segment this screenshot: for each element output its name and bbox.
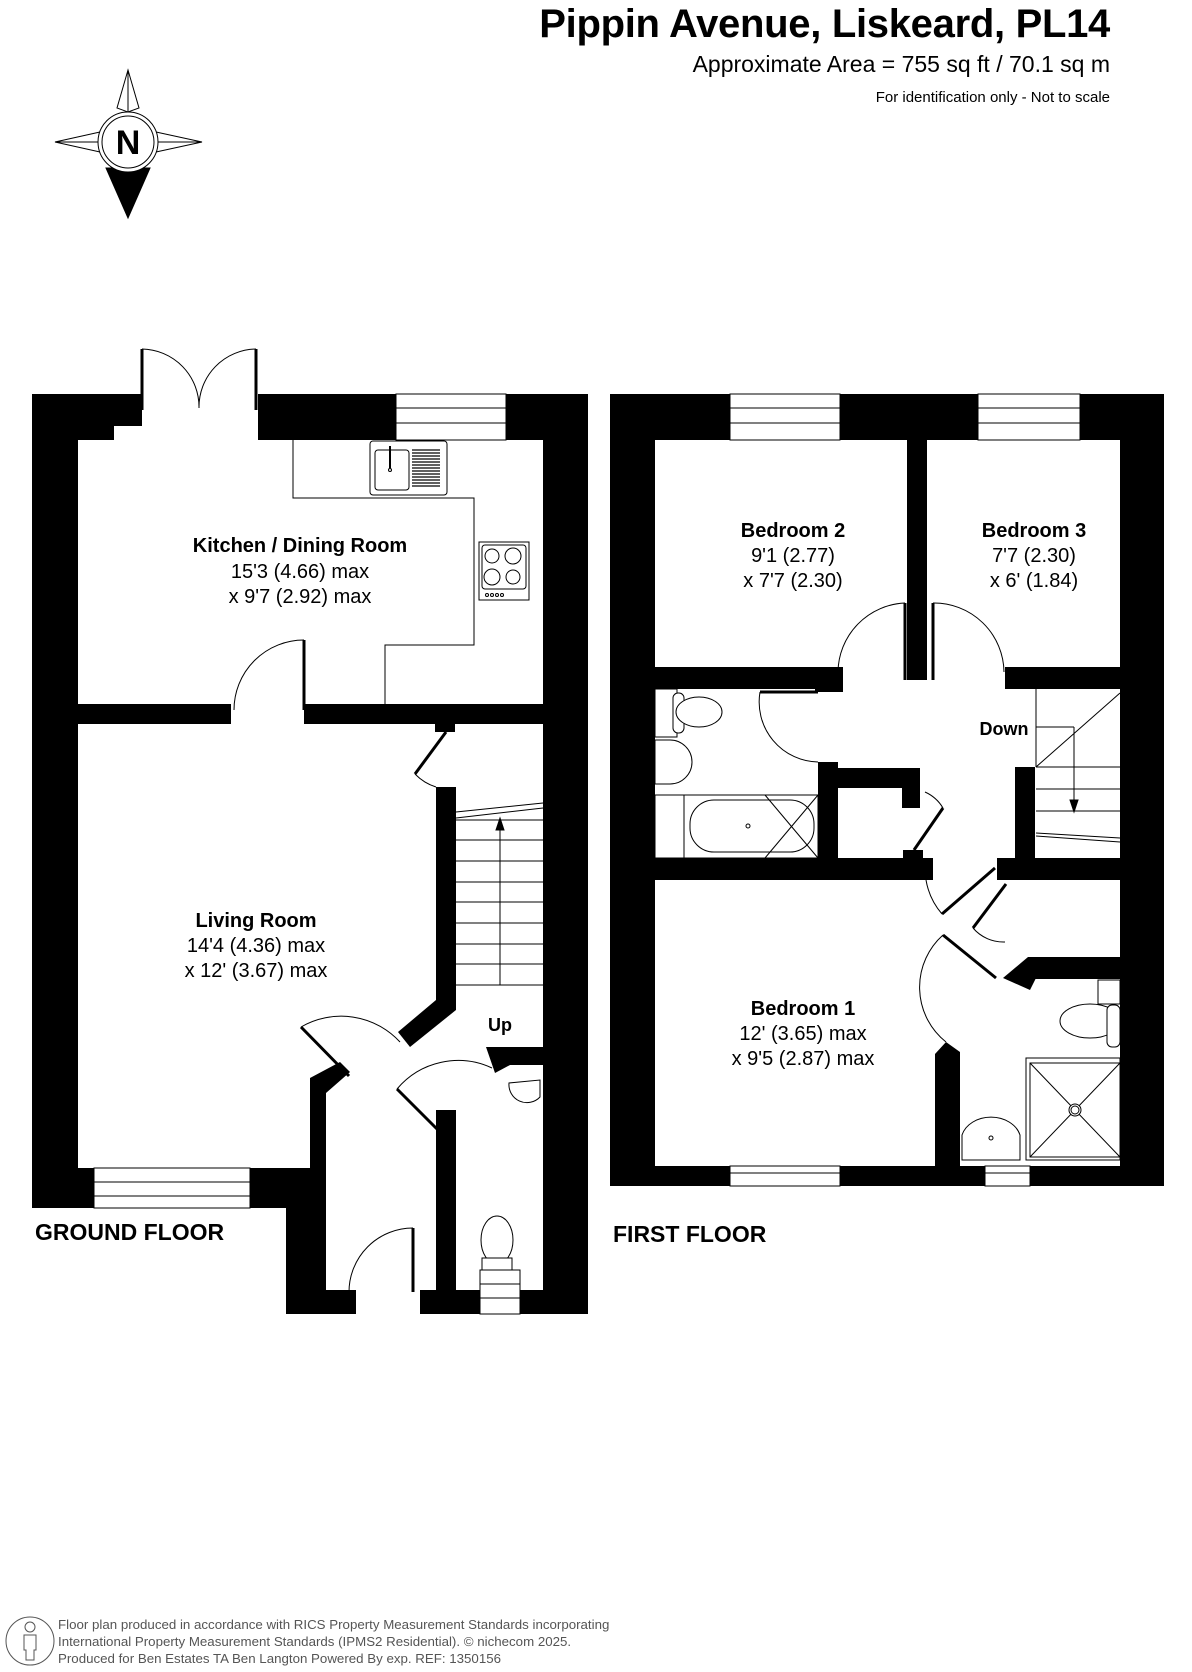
ground-floor-plan: Up Kitc	[32, 348, 588, 1315]
room-bedroom1-dim2: x 9'5 (2.87) max	[732, 1048, 875, 1070]
compass-north-icon: N	[54, 68, 203, 220]
bath-icon	[689, 799, 815, 853]
room-living-dim2: x 12' (3.67) max	[185, 960, 328, 982]
room-kitchen-dim2: x 9'7 (2.92) max	[229, 586, 372, 608]
first-floor-label: FIRST FLOOR	[613, 1221, 767, 1247]
first-floor-plan: Down Bedroom 2 9'1 (2.	[610, 393, 1164, 1187]
room-bedroom3-name: Bedroom 3	[982, 520, 1086, 542]
corner-basin-icon	[508, 1079, 541, 1104]
room-kitchen-dim1: 15'3 (4.66) max	[231, 561, 369, 583]
stairs-up	[455, 802, 544, 986]
compass-label: N	[116, 124, 141, 162]
stairs-up-label: Up	[488, 1015, 512, 1035]
hob-icon	[478, 541, 530, 601]
room-living-dim1: 14'4 (4.36) max	[187, 935, 325, 957]
scale-disclaimer: For identification only - Not to scale	[875, 89, 1110, 106]
person-info-icon	[5, 1616, 55, 1666]
stairs-down	[1035, 689, 1121, 843]
room-bedroom3-dim2: x 6' (1.84)	[990, 570, 1078, 592]
room-bedroom2-name: Bedroom 2	[741, 520, 845, 542]
sink-icon	[369, 440, 448, 496]
room-bedroom1-dim1: 12' (3.65) max	[739, 1023, 866, 1045]
ground-floor-label: GROUND FLOOR	[35, 1219, 225, 1245]
room-kitchen-name: Kitchen / Dining Room	[193, 535, 407, 557]
basin-icon	[654, 739, 693, 785]
approximate-area: Approximate Area = 755 sq ft / 70.1 sq m	[692, 51, 1110, 77]
toilet-icon	[675, 696, 723, 728]
stairs-down-label: Down	[980, 719, 1029, 739]
footer-notes: Floor plan produced in accordance with R…	[58, 1616, 609, 1667]
room-bedroom2-dim1: 9'1 (2.77)	[751, 545, 835, 567]
footer-line-2: International Property Measurement Stand…	[58, 1634, 572, 1649]
property-title: Pippin Avenue, Liskeard, PL14	[539, 2, 1110, 46]
footer-line-1: Floor plan produced in accordance with R…	[58, 1617, 610, 1632]
room-bedroom1-name: Bedroom 1	[751, 998, 855, 1020]
room-bedroom3-dim1: 7'7 (2.30)	[992, 545, 1076, 567]
room-bedroom2-dim2: x 7'7 (2.30)	[743, 570, 842, 592]
room-living-name: Living Room	[195, 910, 316, 932]
toilet-icon	[480, 1215, 514, 1265]
footer-line-3: Produced for Ben Estates TA Ben Langton …	[58, 1651, 502, 1666]
